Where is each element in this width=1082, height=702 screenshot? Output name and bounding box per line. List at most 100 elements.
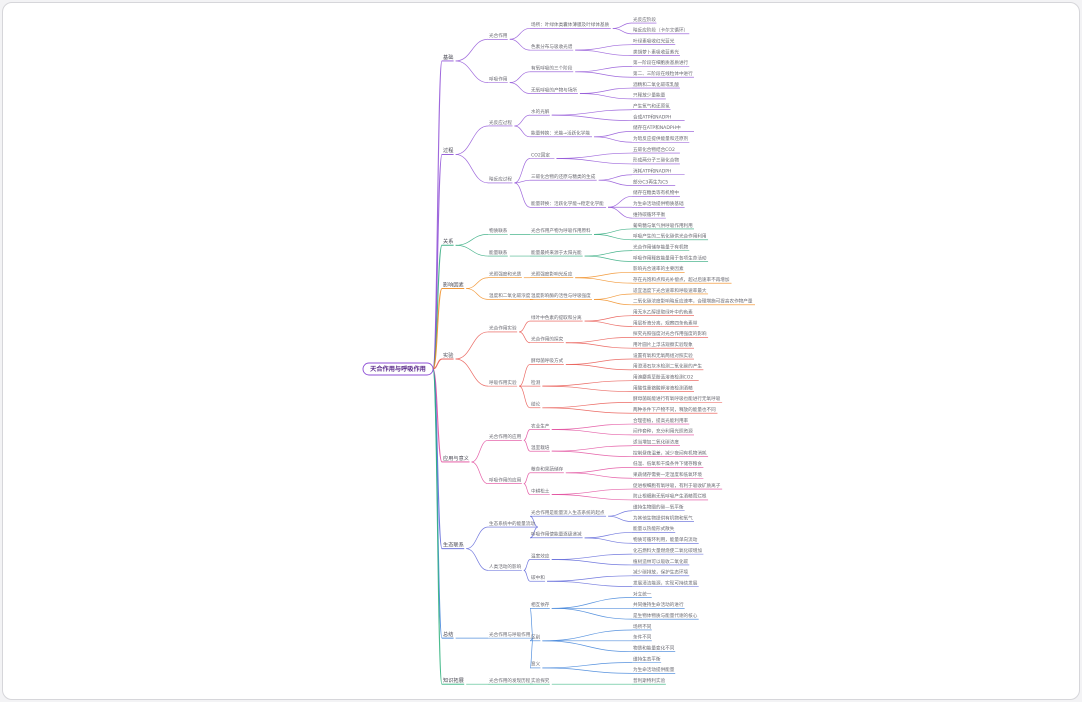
mindmap-node-level-4[interactable]: 适当增加二氧化碳浓度 (633, 439, 679, 446)
mindmap-node-level-4[interactable]: 间作套种，充分利用光照资源 (633, 428, 693, 435)
mindmap-node-level-4[interactable]: 用澄清石灰水检测二氧化碳的产生 (633, 363, 702, 370)
mindmap-node-level-4[interactable]: 叶绿素吸收红光蓝光 (633, 37, 675, 44)
mindmap-node-level-3[interactable]: 绿叶中色素的提取和分离 (531, 314, 582, 321)
mindmap-node-level-4[interactable]: 酒精和二氧化碳或乳酸 (633, 81, 679, 88)
mindmap-node-level-2[interactable]: 能量联系 (489, 249, 508, 256)
mindmap-node-level-3[interactable]: 意义 (531, 661, 541, 668)
mindmap-node-level-4[interactable]: 类胡萝卜素吸收蓝紫光 (633, 48, 679, 55)
mindmap-node-level-4[interactable]: 用叶圆片上浮法观察实验现象 (633, 341, 693, 348)
mindmap-node-level-3[interactable]: 温度影响酶的活性与呼吸强度 (531, 292, 591, 299)
mindmap-node-level-4[interactable]: 普利斯特利实验 (633, 677, 666, 684)
mindmap-node-level-3[interactable]: 结论 (531, 401, 541, 408)
mindmap-node-level-3[interactable]: 呼吸作用使能量逐级递减 (531, 531, 582, 538)
mindmap-node-level-4[interactable]: 呼吸产生的二氧化碳供光合作用利用 (633, 233, 707, 240)
mindmap-node-level-4[interactable]: 发展清洁能源，实现可持续发展 (633, 579, 698, 586)
mindmap-node-level-4[interactable]: 用酸性重铬酸钾溶液检测酒精 (633, 384, 693, 391)
mindmap-node-level-3[interactable]: 区别 (531, 634, 541, 641)
mindmap-node-level-4[interactable]: 用溴麝香草酚蓝溶液检测CO2 (633, 373, 693, 380)
mindmap-node-level-2[interactable]: 呼吸作用实验 (489, 379, 517, 386)
mindmap-node-level-3[interactable]: 光合作用产物为呼吸作用原料 (531, 227, 591, 234)
mindmap-node-level-1[interactable]: 基础 (443, 53, 453, 61)
mindmap-node-level-4[interactable]: 化石燃料大量燃烧使二氧化碳增加 (633, 547, 702, 554)
mindmap-node-level-2[interactable]: 物质联系 (489, 227, 508, 234)
mindmap-node-level-4[interactable]: 酵母菌既能进行有氧呼吸也能进行无氧呼吸 (633, 395, 721, 402)
mindmap-node-level-4[interactable]: 适宜温度下光合速率和呼吸速率最大 (633, 287, 707, 294)
mindmap-node-level-4[interactable]: 果蔬储存需要一定湿度和低氧环境 (633, 471, 702, 478)
mindmap-node-level-4[interactable]: 影响光合速率的主要因素 (633, 265, 684, 272)
mindmap-node-level-3[interactable]: 能量转换：活跃化学能→稳定化学能 (531, 200, 604, 207)
mindmap-node-level-3[interactable]: 农业生产 (531, 422, 550, 429)
mindmap-node-level-2[interactable]: 暗反应过程 (489, 176, 512, 183)
mindmap-node-level-3[interactable]: 能量最终来源于太阳光能 (531, 249, 582, 256)
mindmap-node-level-4[interactable]: 合理密植，提高光能利用率 (633, 417, 689, 424)
mindmap-node-level-4[interactable]: 物质可循环利用，能量单向流动 (633, 536, 698, 543)
mindmap-node-level-1[interactable]: 过程 (443, 146, 453, 154)
mindmap-node-level-4[interactable]: 五碳化合物结合CO2 (633, 146, 675, 153)
mindmap-node-level-4[interactable]: 控制昼夜温差，减少夜间有机物消耗 (633, 449, 707, 456)
mindmap-node-level-4[interactable]: 存在光饱和点和光补偿点，超过后速率不再增加 (633, 276, 730, 283)
mindmap-node-level-4[interactable]: 能量以热能形式散失 (633, 525, 675, 532)
mindmap-node-level-4[interactable]: 呼吸作用释放能量用于各项生命活动 (633, 254, 707, 261)
mindmap-node-level-4[interactable]: 只释放少量能量 (633, 92, 666, 99)
mindmap-node-level-3[interactable]: 光照强度影响光反应 (531, 271, 573, 278)
mindmap-node-level-4[interactable]: 维持生态平衡 (633, 655, 661, 662)
mindmap-node-level-4[interactable]: 用层析液分离，观察四条色素带 (633, 319, 698, 326)
mindmap-node-level-4[interactable]: 条件不同 (633, 634, 652, 641)
mindmap-node-level-4[interactable]: 植树造林可以吸收二氧化碳 (633, 558, 689, 565)
mindmap-node-level-4[interactable]: 光反应阶段 (633, 16, 656, 23)
mindmap-node-level-4[interactable]: 两种条件下产物不同，释放的能量也不同 (633, 406, 716, 413)
mindmap-node-level-1[interactable]: 应用与意义 (443, 454, 469, 462)
mindmap-node-level-1[interactable]: 知识拓展 (443, 676, 464, 684)
mindmap-node-level-3[interactable]: 光合作用是能量流入生态系统的起点 (531, 509, 605, 516)
mindmap-node-level-4[interactable]: 减少碳排放，保护生态环境 (633, 569, 689, 576)
mindmap-node-level-4[interactable]: 储存在ATP和NADPH中 (633, 124, 681, 131)
mindmap-node-level-3[interactable]: 碳中和 (531, 574, 545, 581)
mindmap-node-level-4[interactable]: 为生命活动提供能量 (633, 666, 675, 673)
mindmap-node-level-3[interactable]: 中耕松土 (531, 487, 550, 494)
mindmap-node-level-4[interactable]: 场所不同 (633, 623, 652, 630)
mindmap-node-level-3[interactable]: 温室栽培 (531, 444, 550, 451)
root-node[interactable]: 天合作用与呼吸作用 (362, 362, 434, 376)
mindmap-node-level-2[interactable]: 光合作用 (489, 32, 508, 39)
mindmap-node-level-4[interactable]: 维持碳循环平衡 (633, 211, 666, 218)
mindmap-node-level-2[interactable]: 呼吸作用 (489, 75, 508, 82)
mindmap-node-level-3[interactable]: 粮食和果蔬储存 (531, 466, 564, 473)
mindmap-node-level-4[interactable]: 部分C3再生为C5 (633, 178, 668, 185)
mindmap-node-level-4[interactable]: 为其他生物提供有机物和氧气 (633, 514, 693, 521)
mindmap-node-level-3[interactable]: 能量转换：光能→活跃化学能 (531, 130, 590, 137)
mindmap-node-level-4[interactable]: 对立统一 (633, 590, 652, 597)
mindmap-node-level-3[interactable]: 场所：叶绿体类囊体薄膜及叶绿体基质 (531, 21, 610, 28)
mindmap-node-level-1[interactable]: 影响因素 (443, 280, 464, 288)
mindmap-node-level-4[interactable]: 防止根细胞无氧呼吸产生酒精而烂根 (633, 493, 707, 500)
mindmap-node-level-3[interactable]: 实验探究 (531, 677, 550, 684)
mindmap-node-level-2[interactable]: 光反应过程 (489, 119, 512, 126)
mindmap-node-level-4[interactable]: 促进根细胞有氧呼吸，有利于吸收矿质离子 (633, 482, 721, 489)
mindmap-node-level-3[interactable]: 三碳化合物的还原与糖类的生成 (531, 173, 596, 180)
mindmap-node-level-2[interactable]: 光合作用的应用 (489, 433, 522, 440)
mindmap-node-level-3[interactable]: 检测 (531, 379, 541, 386)
mindmap-node-level-4[interactable]: 产生氧气和还原氢 (633, 103, 670, 110)
mindmap-node-level-4[interactable]: 第二、三阶段在线粒体中进行 (633, 70, 693, 77)
mindmap-node-level-3[interactable]: 光合作用的探究 (531, 336, 564, 343)
mindmap-node-level-3[interactable]: 色素分布与吸收光谱 (531, 43, 573, 50)
mindmap-node-level-3[interactable]: CO2固定 (531, 151, 550, 158)
mindmap-node-level-4[interactable]: 设置有氧和无氧两组对照实验 (633, 352, 693, 359)
mindmap-node-level-2[interactable]: 光合作用与呼吸作用 (489, 631, 531, 638)
mindmap-node-level-4[interactable]: 为暗反应提供能量和还原剂 (633, 135, 689, 142)
mindmap-node-level-2[interactable]: 光合作用的发现历程 (489, 677, 531, 684)
mindmap-canvas[interactable]: 天合作用与呼吸作用 基础 光合作用 场所：叶绿体类囊体薄膜及叶绿体基质 光反应阶段暗反应… (3, 3, 1079, 699)
mindmap-node-level-4[interactable]: 维持生物圈的碳—氧平衡 (633, 504, 684, 511)
mindmap-node-level-2[interactable]: 光照强度和光质 (489, 271, 522, 278)
mindmap-node-level-2[interactable]: 光合作用实验 (489, 325, 517, 332)
mindmap-node-level-3[interactable]: 相互依存 (531, 601, 550, 608)
mindmap-node-level-4[interactable]: 消耗ATP和NADPH (633, 168, 671, 175)
mindmap-node-level-4[interactable]: 二氧化碳浓度影响暗反应速率，合理增施可提高农作物产量 (633, 298, 753, 305)
mindmap-node-level-3[interactable]: 无氧呼吸的产物与场所 (531, 86, 577, 93)
mindmap-node-level-2[interactable]: 生态系统中的能量流动 (489, 520, 535, 527)
mindmap-node-level-4[interactable]: 是生物体物质与能量代谢的核心 (633, 612, 698, 619)
mindmap-node-level-3[interactable]: 酵母菌呼吸方式 (531, 357, 564, 364)
mindmap-node-level-4[interactable]: 储存在糖类等有机物中 (633, 189, 679, 196)
mindmap-node-level-4[interactable]: 暗反应阶段（卡尔文循环） (633, 27, 688, 34)
mindmap-node-level-4[interactable]: 形成两分子三碳化合物 (633, 157, 679, 164)
mindmap-node-level-4[interactable]: 用无水乙醇提取绿叶中的色素 (633, 308, 693, 315)
